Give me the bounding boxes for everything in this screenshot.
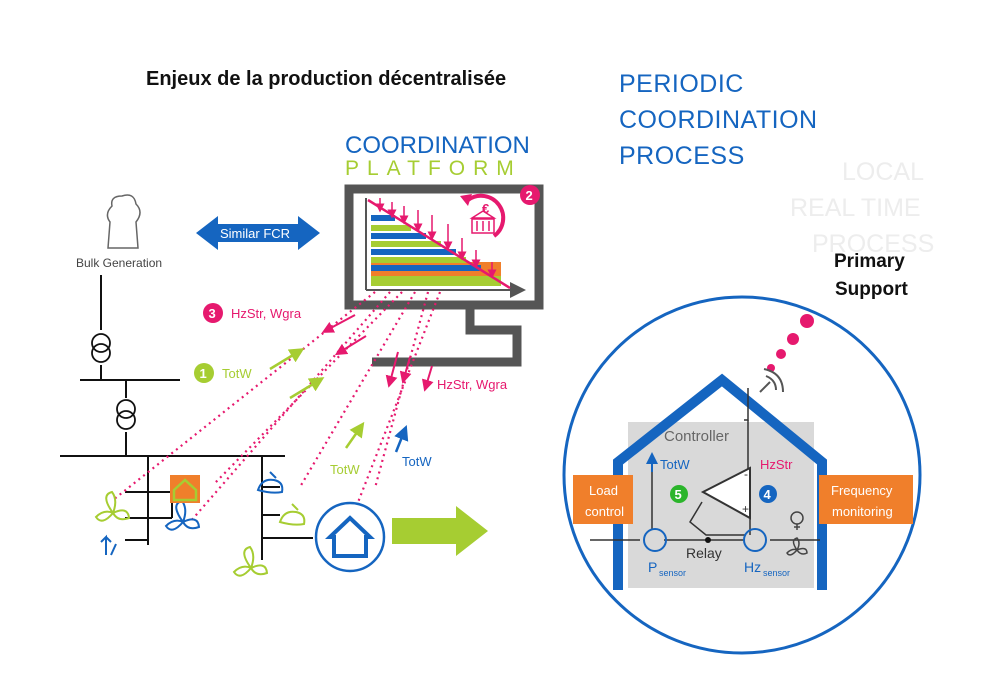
primary-support-line1: Primary: [834, 251, 905, 272]
house-hzstr-label: HzStr: [760, 457, 793, 472]
totw-label-1: TotW: [222, 366, 252, 381]
lime-bar-2: [371, 241, 441, 247]
hz-sensor-label: Hz: [744, 559, 761, 575]
blue-up-arrow: [394, 425, 409, 453]
similar-fcr-arrow: [196, 216, 320, 250]
lime-bar-1: [371, 225, 411, 231]
lime-bar-3: [371, 257, 466, 263]
p-sensor-label: P: [648, 559, 657, 575]
bulk-generation-label: Bulk Generation: [76, 256, 162, 270]
platform-title-line2: PLATFORM: [345, 157, 522, 180]
step-4-label: 4: [764, 487, 772, 502]
lightbulb-icon: [790, 511, 804, 530]
signal-dots: [767, 314, 814, 372]
transformer-icon: [91, 333, 111, 363]
step-5-label: 5: [675, 487, 682, 502]
fan-icon: [164, 499, 201, 531]
step-3-badge: [203, 303, 223, 323]
periodic-label-line3: PROCESS: [619, 142, 745, 170]
primary-support-line2: Support: [835, 279, 908, 300]
merit-order-chart: [365, 198, 526, 298]
ev-icon: [256, 471, 284, 494]
antenna-icon: [759, 368, 784, 393]
step-5-badge: [670, 485, 688, 503]
comparator-icon: [700, 466, 751, 520]
wind-turbine-icon: [232, 545, 269, 577]
step-2-badge: [520, 185, 540, 205]
price-arrows: [375, 198, 497, 279]
blue-bar-2: [371, 233, 426, 239]
ghost-label-line3: PROCESS: [812, 230, 935, 258]
controller-wiring: [590, 388, 820, 541]
euro-icon: €: [482, 201, 489, 216]
load-control-line1: Load: [589, 483, 618, 498]
load-control-line2: control: [585, 504, 624, 519]
frequency-monitoring-box: [819, 475, 913, 524]
totw-label-2: TotW: [330, 462, 360, 477]
zoom-arrow: [392, 506, 488, 556]
hz-sensor-subscript: sensor: [763, 568, 790, 578]
lime-arrows: [269, 348, 365, 449]
step-1-badge: [194, 363, 214, 383]
page-title: Enjeux de la production décentralisée: [146, 68, 507, 90]
p-sensor-icon: [643, 528, 667, 552]
transformer-icon: [116, 399, 136, 430]
comparator-plus: +: [742, 502, 749, 516]
relay-label: Relay: [686, 545, 722, 561]
pink-arrows: [321, 314, 434, 392]
smart-home-circle: [314, 501, 386, 573]
step-2-label: 2: [526, 188, 533, 203]
house-icon: [170, 475, 200, 503]
house-icon: [324, 515, 376, 558]
fan-icon: [786, 537, 808, 556]
monitor-icon: [344, 184, 544, 367]
platform-title-line1: COORDINATION: [345, 132, 530, 159]
p-sensor-subscript: sensor: [659, 568, 686, 578]
similar-fcr-label: Similar FCR: [220, 226, 290, 241]
hz-sensor-icon: [743, 528, 767, 552]
ghost-label-line2: REAL TIME: [790, 194, 921, 222]
wind-turbine-icon: [94, 490, 131, 522]
periodic-label-line2: COORDINATION: [619, 106, 818, 134]
comparator-minus: -: [744, 467, 748, 481]
solar-panel-icon: [100, 534, 117, 556]
blue-bar-3: [371, 249, 456, 255]
cycle-arrow-icon: [466, 193, 506, 238]
ghost-label-line1: LOCAL: [842, 158, 924, 186]
step-1-label: 1: [200, 366, 207, 381]
hzstr-wgra-label-2: HzStr, Wgra: [437, 377, 508, 392]
periodic-label-line1: PERIODIC: [619, 70, 744, 98]
controller-label: Controller: [664, 428, 729, 445]
blue-bar-4: [371, 265, 481, 271]
frequency-monitoring-line2: monitoring: [832, 504, 893, 519]
frequency-monitoring-line1: Frequency: [831, 483, 893, 498]
power-plant-icon: [106, 194, 141, 249]
bank-icon: [469, 210, 497, 234]
cycle-arrowhead-icon: [460, 194, 472, 206]
controller-panel: [628, 422, 814, 588]
lime-bar-bottom: [371, 276, 501, 286]
totw-label-3: TotW: [402, 454, 432, 469]
load-control-box: [573, 475, 633, 524]
step-4-badge: [759, 485, 777, 503]
hzstr-wgra-label-1: HzStr, Wgra: [231, 306, 302, 321]
ev-icon: [278, 503, 306, 526]
house-totw-label: TotW: [660, 457, 690, 472]
step-3-label: 3: [209, 306, 216, 321]
relay-node: [705, 537, 711, 543]
blue-bar-1: [371, 215, 395, 221]
